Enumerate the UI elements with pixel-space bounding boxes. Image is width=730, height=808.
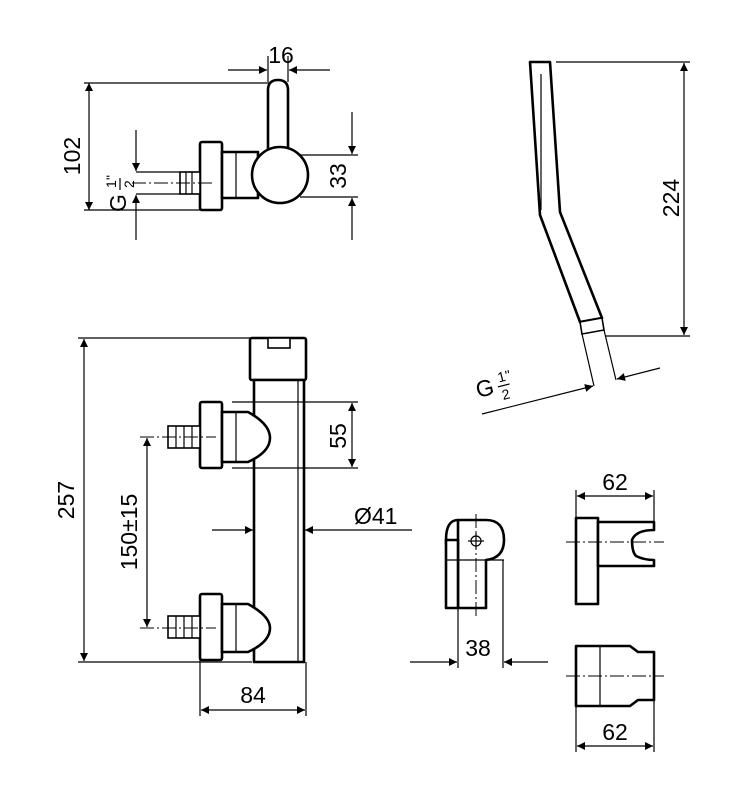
wall-plate	[198, 140, 224, 212]
dim-38: 38	[465, 635, 491, 661]
svg-text:G: G	[473, 373, 497, 403]
svg-text:1: 1	[103, 180, 119, 188]
svg-text:": "	[103, 175, 119, 180]
holder-body	[456, 518, 506, 610]
upper-connector	[220, 410, 272, 464]
connector-body	[220, 150, 260, 200]
svg-text:2: 2	[500, 385, 512, 402]
dim-257: 257	[53, 481, 79, 519]
holder-top-view: 62	[566, 644, 664, 752]
holder-side-view: 38	[410, 514, 548, 668]
holder-base	[444, 538, 460, 610]
svg-text:1: 1	[496, 368, 508, 385]
svg-text:": "	[503, 367, 512, 384]
dim-62-top: 62	[602, 469, 628, 495]
front-view: 257 150±15 55 Ø41 84	[53, 336, 412, 716]
dim-84: 84	[240, 682, 266, 708]
svg-text:2: 2	[121, 180, 137, 188]
lower-wall-plate	[198, 592, 224, 662]
holder-front-view: 62	[566, 469, 664, 606]
upper-wall-plate	[198, 400, 224, 470]
dim-102: 102	[59, 137, 85, 175]
lower-connector	[220, 602, 272, 654]
thread-label-shower: G 1 2 "	[473, 367, 512, 403]
top-cap	[267, 337, 291, 349]
svg-text:G: G	[105, 194, 131, 212]
dim-55: 55	[325, 423, 351, 449]
lever-handle	[266, 78, 290, 152]
hand-shower-view: 224 G 1 2 "	[473, 60, 690, 415]
dim-62-bottom: 62	[602, 719, 628, 745]
holder-clip	[596, 520, 656, 568]
dim-150: 150±15	[116, 494, 142, 571]
side-view: 16 102 33 G 1 2 "	[59, 42, 358, 240]
body-circle	[250, 145, 310, 205]
dim-33: 33	[325, 163, 351, 189]
dim-224: 224	[658, 179, 684, 218]
dim-d41: Ø41	[354, 503, 397, 529]
dim-16: 16	[268, 42, 294, 68]
holder-plate	[574, 516, 600, 606]
thread-label-side: G 1 2 "	[103, 175, 137, 212]
